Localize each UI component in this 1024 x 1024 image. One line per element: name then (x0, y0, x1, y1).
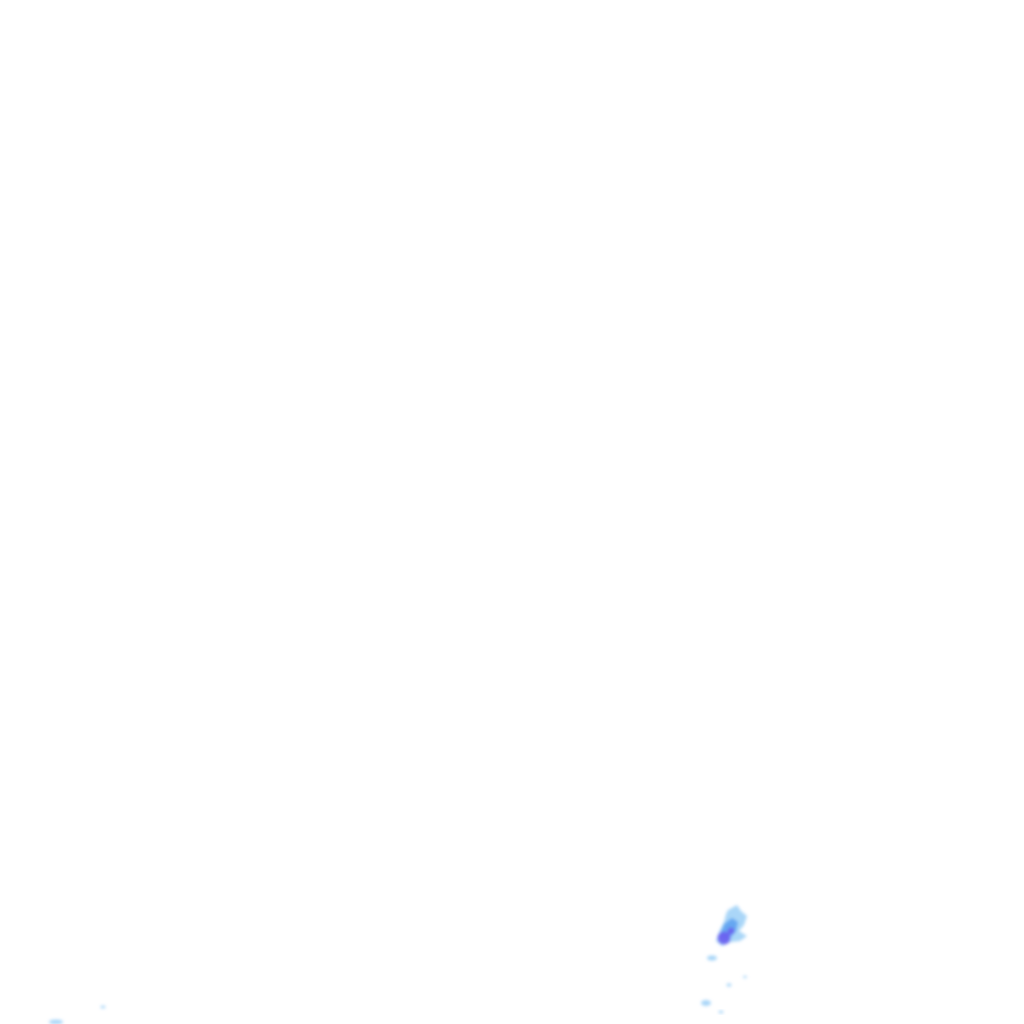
precip-echo-main-cell (716, 905, 747, 946)
precip-echo-trail-3 (726, 975, 747, 987)
precip-echo-trail-1 (707, 955, 717, 961)
precip-echo-trail-4 (718, 1010, 724, 1014)
precip-echo-trail-2 (701, 1000, 711, 1006)
precip-echo-southwest (49, 1005, 106, 1024)
